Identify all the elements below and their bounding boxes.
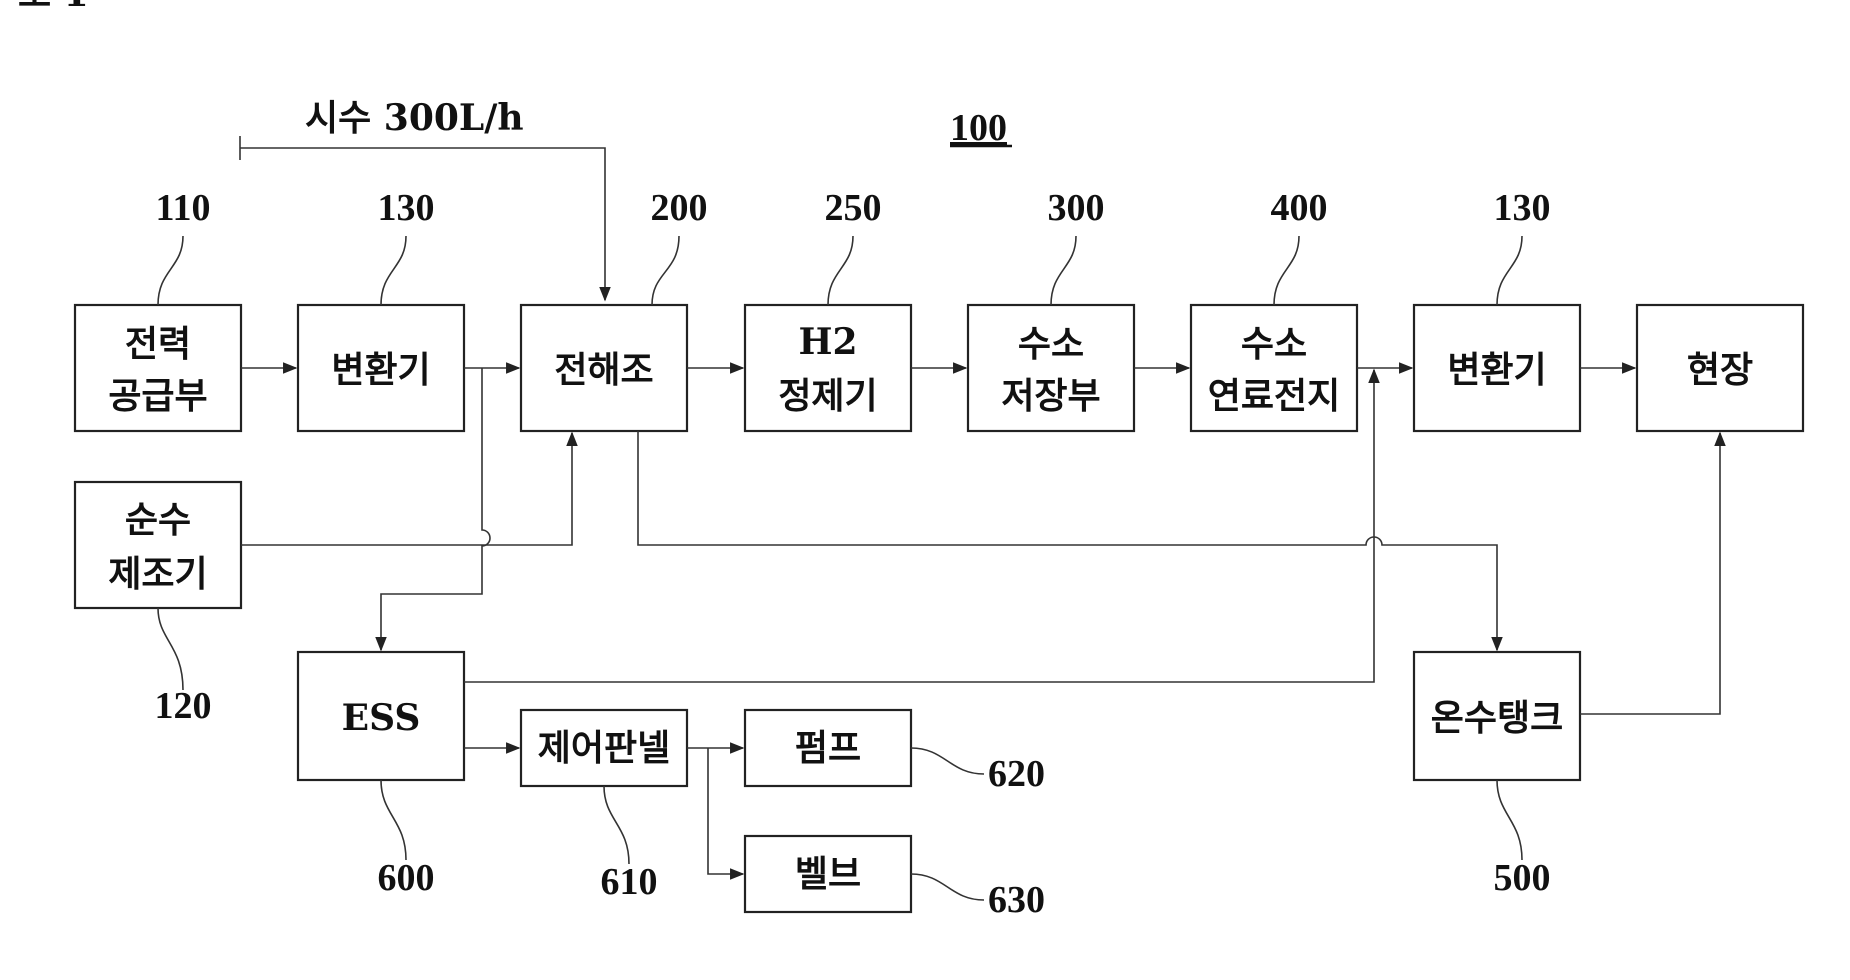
svg-text:공급부: 공급부 bbox=[108, 375, 207, 417]
ref-130-a: 130 bbox=[378, 187, 435, 305]
ref-600: 600 bbox=[378, 780, 435, 899]
converter-block-a: 변환기 bbox=[298, 305, 464, 431]
svg-text:펌프: 펌프 bbox=[795, 727, 861, 769]
power-supply-block: 전력 공급부 bbox=[75, 305, 241, 431]
ref-250: 250 bbox=[825, 187, 882, 305]
svg-text:정제기: 정제기 bbox=[778, 375, 877, 417]
svg-text:300: 300 bbox=[1048, 187, 1105, 229]
ref-610: 610 bbox=[601, 786, 658, 903]
svg-text:순수: 순수 bbox=[125, 499, 191, 541]
valve-block: 벨브 bbox=[745, 836, 911, 912]
water-input-label: 시수 300L/h bbox=[305, 97, 524, 139]
pure-water-to-electrolyzer-line bbox=[241, 433, 572, 545]
svg-text:500: 500 bbox=[1494, 857, 1551, 899]
svg-text:110: 110 bbox=[156, 187, 211, 229]
svg-text:130: 130 bbox=[378, 187, 435, 229]
figure-header: 도 1 bbox=[18, 0, 89, 15]
svg-text:변환기: 변환기 bbox=[1447, 349, 1546, 391]
svg-text:수소: 수소 bbox=[1018, 323, 1084, 365]
svg-text:연료전지: 연료전지 bbox=[1208, 375, 1340, 417]
ref-110: 110 bbox=[156, 187, 211, 305]
svg-text:250: 250 bbox=[825, 187, 882, 229]
ref-630: 630 bbox=[911, 874, 1045, 921]
svg-text:620: 620 bbox=[988, 753, 1045, 795]
svg-text:200: 200 bbox=[651, 187, 708, 229]
svg-text:120: 120 bbox=[155, 685, 212, 727]
svg-text:H2: H2 bbox=[798, 321, 857, 363]
control-panel-block: 제어판넬 bbox=[521, 710, 687, 786]
svg-text:610: 610 bbox=[601, 861, 658, 903]
h2-purifier-block: H2 정제기 bbox=[745, 305, 911, 431]
ref-200: 200 bbox=[651, 187, 708, 305]
svg-text:변환기: 변환기 bbox=[331, 349, 430, 391]
svg-text:수소: 수소 bbox=[1241, 323, 1307, 365]
svg-text:온수탱크: 온수탱크 bbox=[1431, 697, 1563, 739]
svg-text:저장부: 저장부 bbox=[1001, 375, 1100, 417]
hot-water-tank-block: 온수탱크 bbox=[1414, 652, 1580, 780]
svg-text:전해조: 전해조 bbox=[554, 349, 653, 391]
ref-130-b: 130 bbox=[1494, 187, 1551, 305]
ref-120: 120 bbox=[155, 608, 212, 727]
svg-text:630: 630 bbox=[988, 879, 1045, 921]
pure-water-maker-block: 순수 제조기 bbox=[75, 482, 241, 608]
svg-text:130: 130 bbox=[1494, 187, 1551, 229]
ref-620: 620 bbox=[911, 748, 1045, 795]
svg-text:400: 400 bbox=[1271, 187, 1328, 229]
ref-500: 500 bbox=[1494, 780, 1551, 899]
ess-block: ESS bbox=[298, 652, 464, 780]
svg-text:제조기: 제조기 bbox=[108, 553, 207, 595]
system-ref-label: 100 bbox=[950, 107, 1007, 149]
svg-text:제어판넬: 제어판넬 bbox=[538, 727, 670, 769]
h2-storage-block: 수소 저장부 bbox=[968, 305, 1134, 431]
ref-300: 300 bbox=[1048, 187, 1105, 305]
site-block: 현장 bbox=[1637, 305, 1803, 431]
pump-block: 펌프 bbox=[745, 710, 911, 786]
control-panel-outputs bbox=[687, 748, 743, 874]
svg-text:벨브: 벨브 bbox=[795, 853, 861, 895]
electrolyzer-to-tank-line bbox=[638, 431, 1497, 650]
svg-text:현장: 현장 bbox=[1687, 349, 1753, 391]
svg-text:전력: 전력 bbox=[125, 323, 191, 365]
svg-text:600: 600 bbox=[378, 857, 435, 899]
ref-400: 400 bbox=[1271, 187, 1328, 305]
fuel-cell-block: 수소 연료전지 bbox=[1191, 305, 1357, 431]
tank-to-site-line bbox=[1580, 433, 1720, 714]
electrolyzer-block: 전해조 bbox=[521, 305, 687, 431]
converter-block-b: 변환기 bbox=[1414, 305, 1580, 431]
svg-text:ESS: ESS bbox=[342, 697, 421, 739]
